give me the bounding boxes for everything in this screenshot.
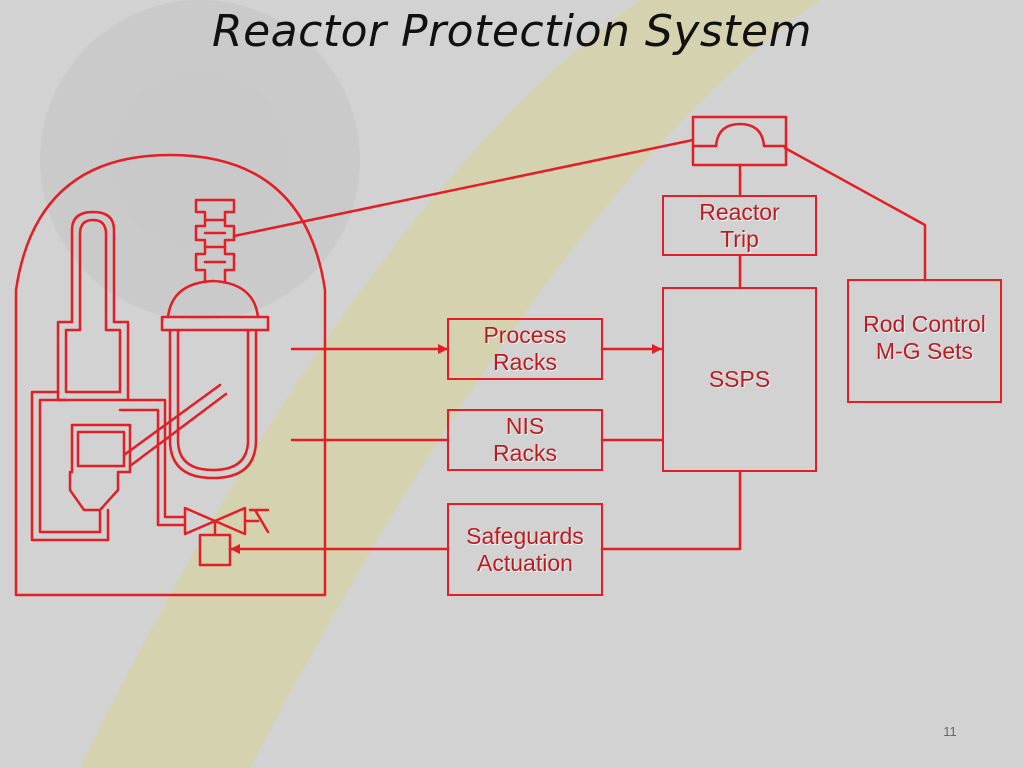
trip-breaker-symbol <box>691 115 788 167</box>
process-racks-box: Process Racks <box>447 318 603 380</box>
primary-loop-piping <box>30 390 167 542</box>
nis-racks-box: NIS Racks <box>447 409 603 471</box>
signal-lines <box>228 138 927 551</box>
reactor-vessel <box>160 279 270 480</box>
cold-leg-pipe <box>122 383 228 468</box>
page-number: 11 <box>943 724 957 739</box>
reactor-coolant-pump <box>68 423 132 512</box>
steam-generator <box>56 210 130 402</box>
reactor-trip-box: Reactor Trip <box>662 195 817 256</box>
slide-title: Reactor Protection System <box>212 6 812 57</box>
ssps-box: SSPS <box>662 287 817 472</box>
arrowheads <box>230 344 662 554</box>
containment-building <box>14 153 327 597</box>
safeguards-valve <box>156 418 270 567</box>
rod-control-box: Rod Control M-G Sets <box>847 279 1002 403</box>
control-rod-drive <box>194 198 236 283</box>
safeguards-actuation-box: Safeguards Actuation <box>447 503 603 596</box>
